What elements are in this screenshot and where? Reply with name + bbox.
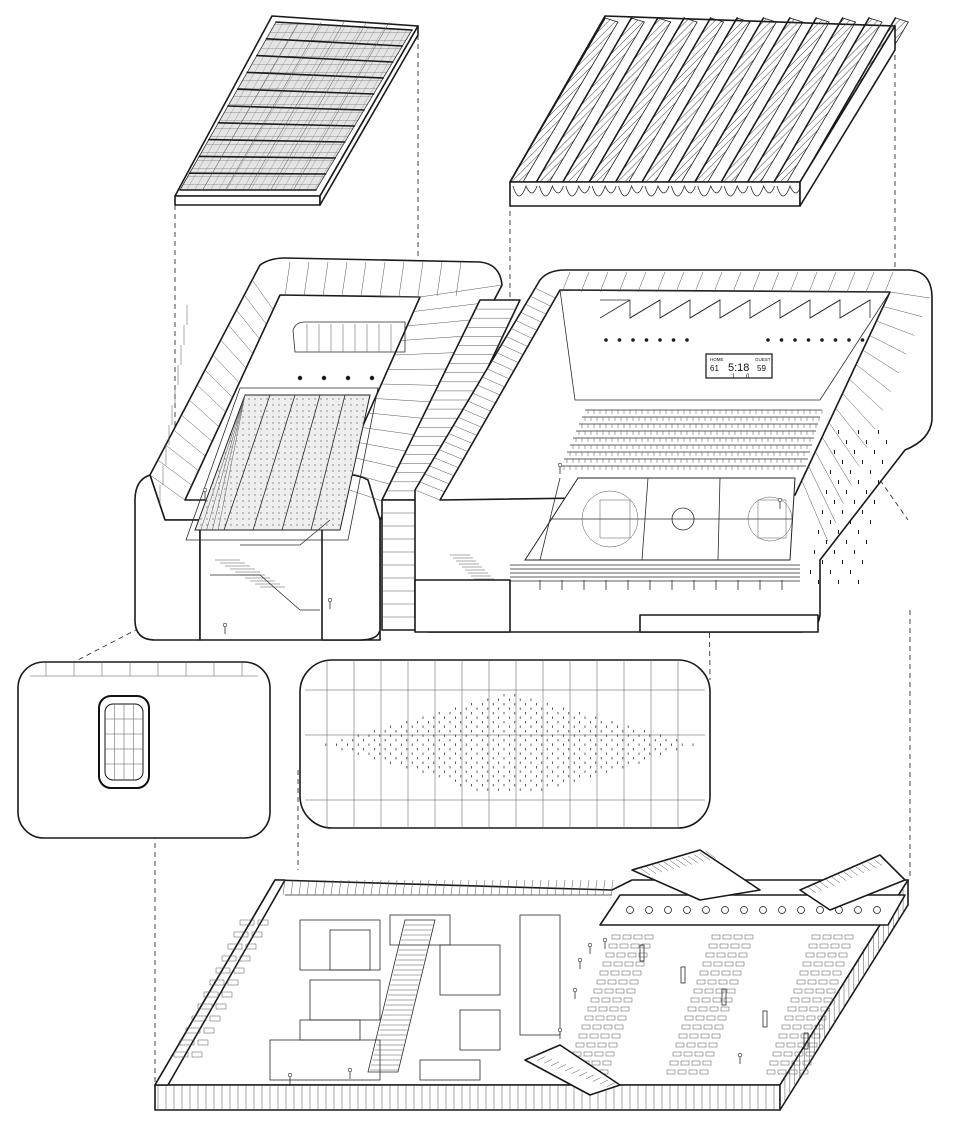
scoreboard-home-score: 61 [710,364,719,373]
arena-building: HOME GUEST 61 5:18 59 1 0 [414,269,933,633]
scoreboard-home-period: 1 [732,374,736,380]
end-facade-panel [17,661,271,839]
scoreboard-home-label: HOME [710,357,724,362]
ground-floor-plan [154,462,909,1111]
solar-roof-panel [174,15,419,206]
basketball-courts [524,477,796,561]
scoreboard-clock: 5:18 [728,362,749,374]
side-facade-panel [299,659,711,829]
scoreboard-guest-label: GUEST [755,357,771,362]
scoreboard: HOME GUEST 61 5:18 59 1 0 [705,353,773,380]
corrugated-roof-panel [509,15,910,207]
scoreboard-guest-score: 59 [757,364,766,373]
scoreboard-guest-period: 0 [746,374,750,380]
